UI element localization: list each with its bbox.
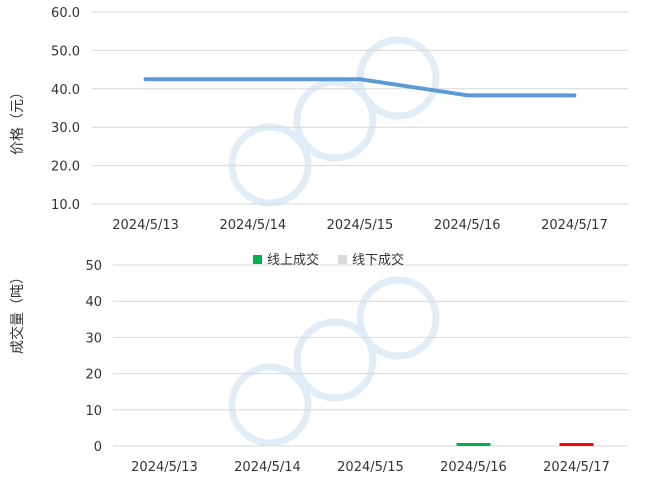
y-tick-label: 60.0 bbox=[51, 6, 80, 21]
y-tick-label: 10 bbox=[85, 404, 102, 419]
volume-y-axis-label: 成交量（吨） bbox=[9, 270, 26, 354]
legend-label-offline: 线下成交 bbox=[352, 252, 404, 268]
x-tick-label: 2024/5/14 bbox=[219, 218, 286, 233]
y-tick-label: 30.0 bbox=[51, 121, 80, 136]
x-tick-label: 2024/5/17 bbox=[541, 218, 608, 233]
legend-label-online: 线上成交 bbox=[267, 252, 319, 268]
price-y-axis-label: 价格（元） bbox=[10, 85, 26, 155]
volume-bar bbox=[559, 443, 594, 446]
price-series-line bbox=[143, 77, 577, 98]
y-tick-label: 20 bbox=[85, 368, 102, 383]
volume-bar bbox=[456, 443, 491, 446]
y-tick-label: 40.0 bbox=[51, 83, 80, 98]
watermark-logo bbox=[228, 276, 440, 447]
watermark-logo bbox=[228, 36, 440, 207]
y-tick-label: 50.0 bbox=[51, 44, 80, 59]
x-tick-label: 2024/5/13 bbox=[112, 218, 179, 233]
x-tick-label: 2024/5/15 bbox=[327, 218, 394, 233]
y-tick-label: 0 bbox=[94, 440, 102, 455]
legend: 线上成交 线下成交 bbox=[253, 252, 404, 268]
y-tick-label: 20.0 bbox=[51, 160, 80, 175]
x-tick-label: 2024/5/16 bbox=[434, 218, 501, 233]
x-tick-label: 2024/5/14 bbox=[234, 460, 301, 475]
x-tick-label: 2024/5/13 bbox=[131, 460, 198, 475]
legend-swatch-offline bbox=[338, 255, 347, 264]
x-tick-label: 2024/5/16 bbox=[440, 460, 507, 475]
y-tick-label: 50 bbox=[85, 259, 102, 274]
y-tick-label: 40 bbox=[85, 295, 102, 310]
y-tick-label: 30 bbox=[85, 331, 102, 346]
legend-swatch-online bbox=[253, 255, 262, 264]
price-line-chart: 10.0 20.0 30.0 40.0 50.0 60.0 2024/5/13 2024/5… bbox=[10, 6, 628, 233]
x-tick-label: 2024/5/15 bbox=[337, 460, 404, 475]
volume-bar-chart: 0 10 20 30 40 50 2024/5/13 2024/5/14 2024/5/15 2… bbox=[9, 252, 628, 475]
y-tick-label: 10.0 bbox=[51, 198, 80, 213]
x-tick-label: 2024/5/17 bbox=[543, 460, 610, 475]
